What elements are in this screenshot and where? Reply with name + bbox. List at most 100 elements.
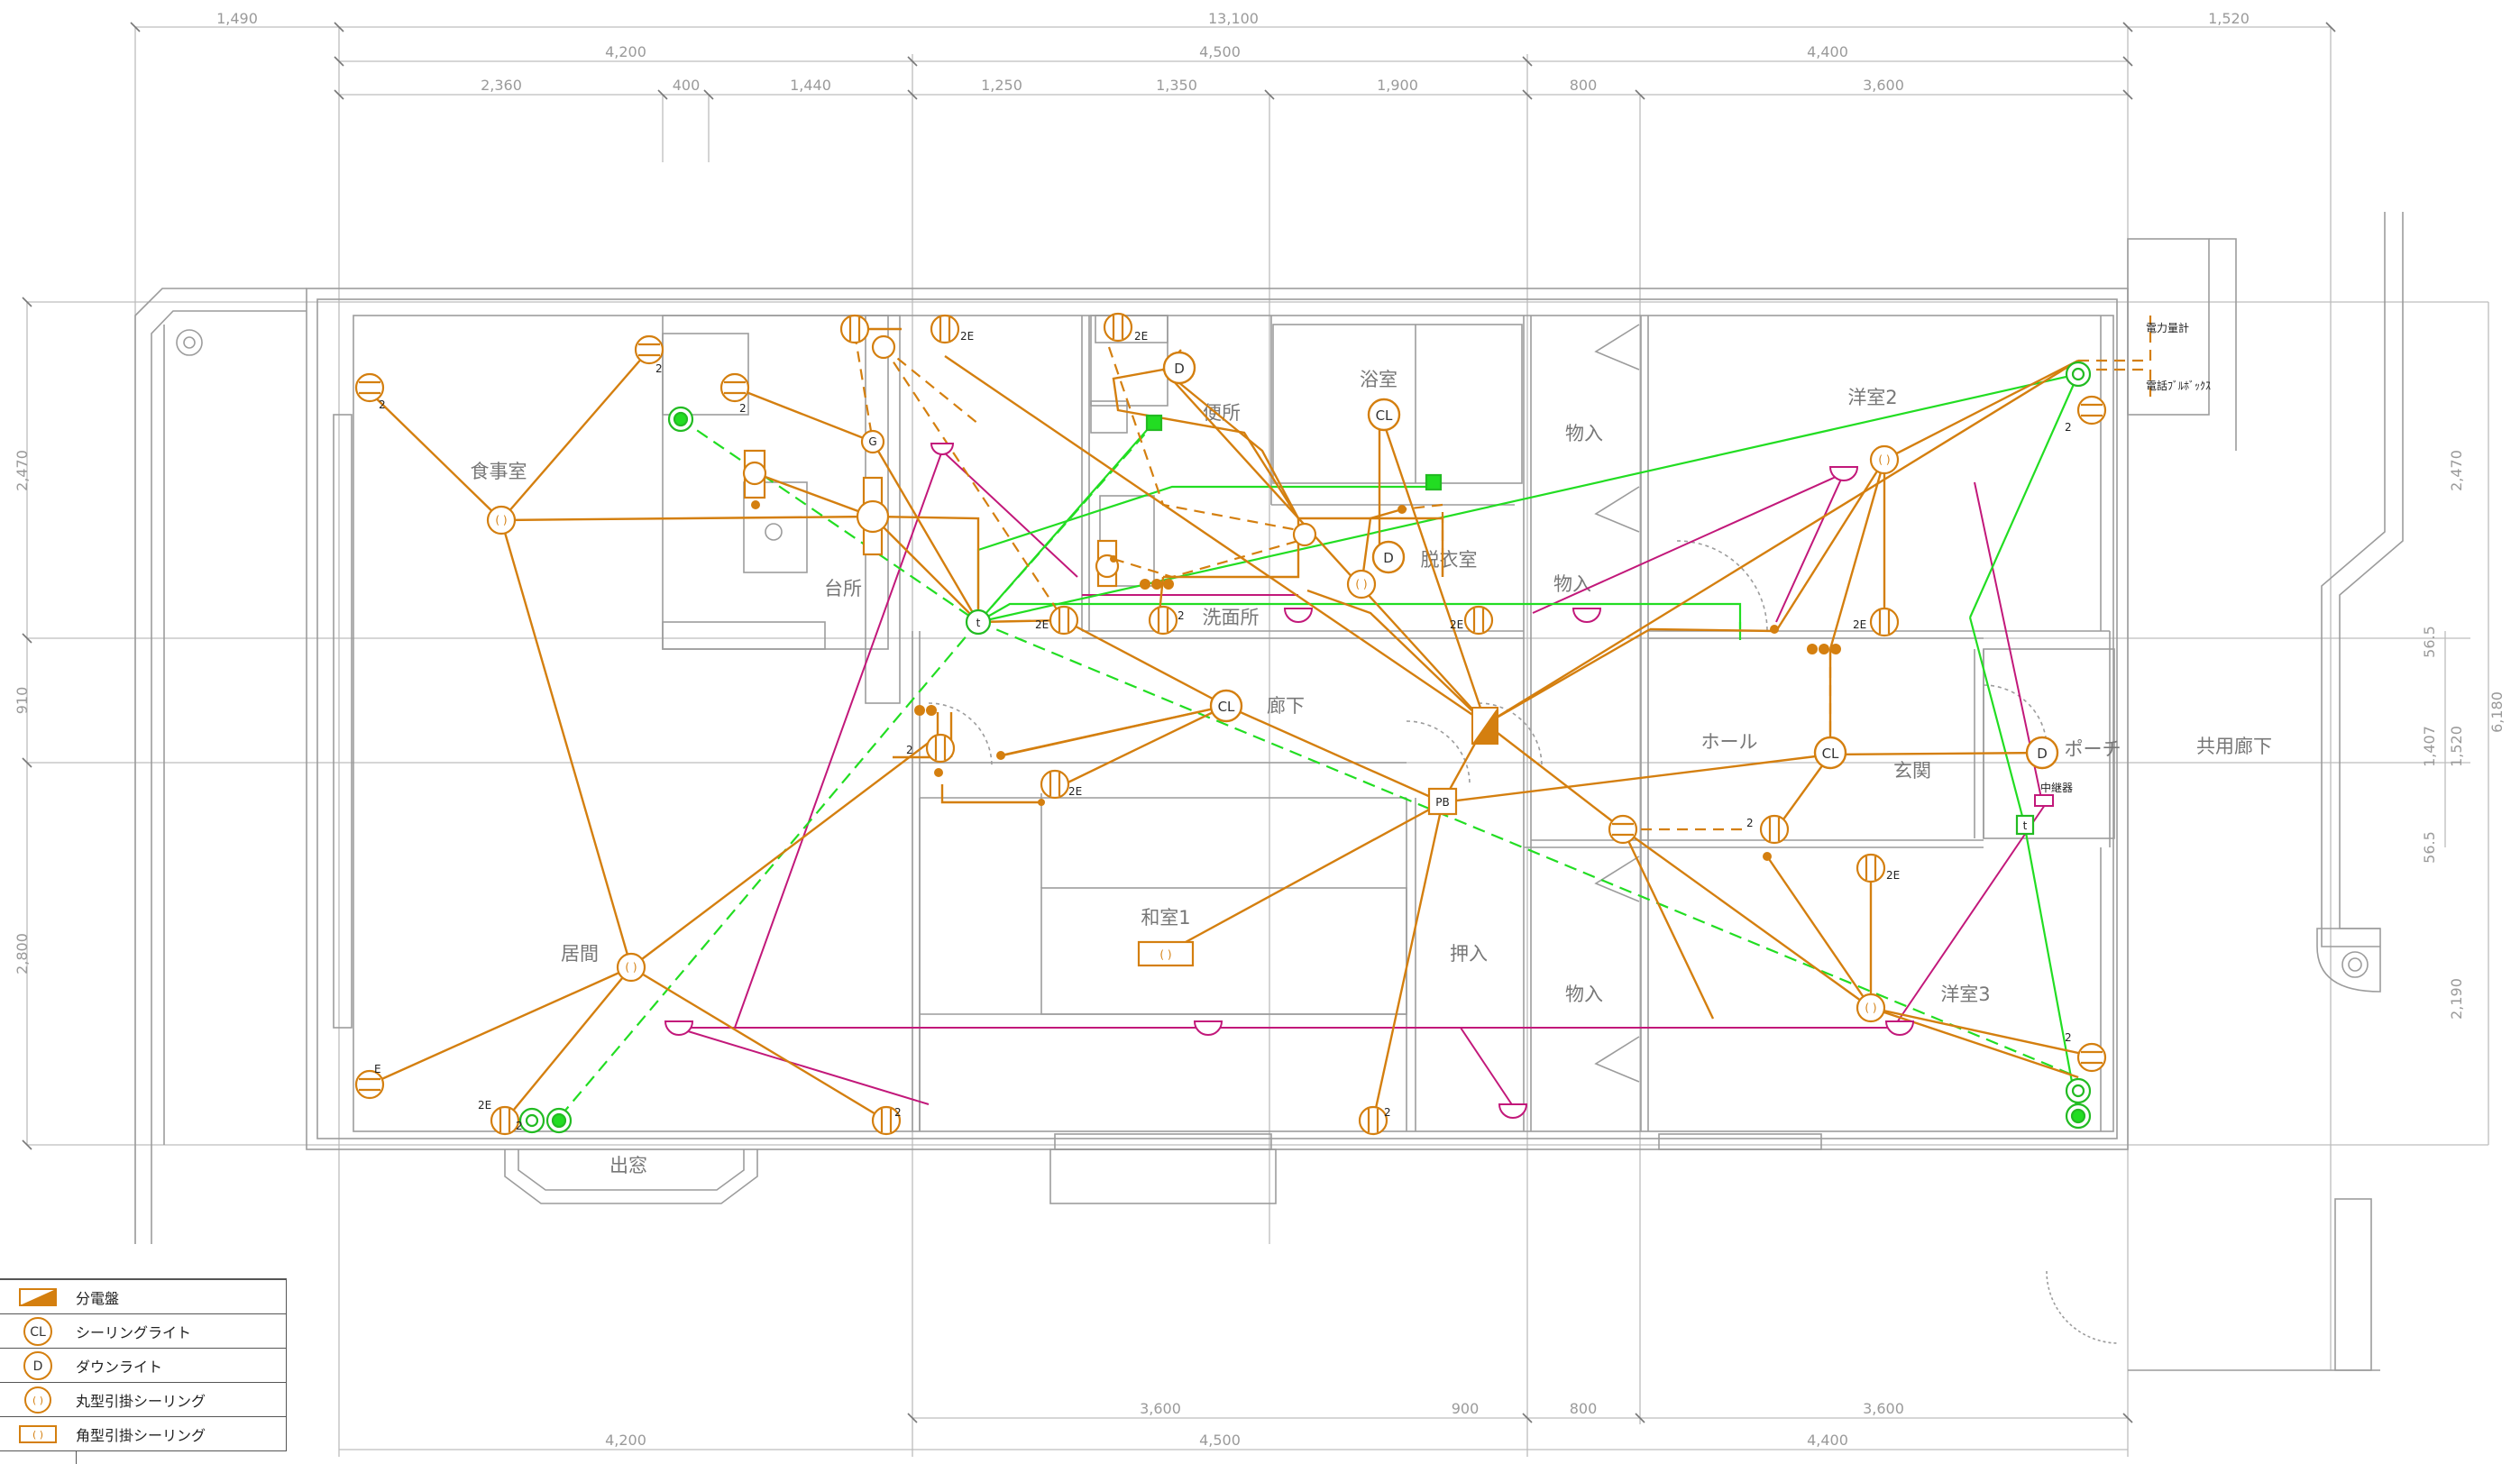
room-entrance: 玄関 <box>1893 760 1931 782</box>
dim-right-4: 56.5 <box>2421 831 2438 864</box>
wiring-dashed <box>853 316 2152 831</box>
dim-right-7: 6,180 <box>2488 691 2506 733</box>
meter-label: 電力量計 <box>2146 321 2189 334</box>
room-dining: 食事室 <box>471 461 527 482</box>
dim-right-2: 56.5 <box>2421 626 2438 658</box>
anno-2e-d: 2E <box>1068 785 1082 798</box>
distribution-board-icon <box>0 1287 76 1307</box>
anno-2-g: 2 <box>2065 421 2072 434</box>
room-japanese: 和室1 <box>1141 907 1190 929</box>
ceiling-light-icon: CL <box>0 1315 76 1348</box>
legend-d-symbol: D <box>33 1359 43 1374</box>
dim-detail-3: 1,440 <box>790 77 831 94</box>
dim-bottom-mid-1: 4,200 <box>605 1432 646 1449</box>
dim-bottom-mid-3: 4,400 <box>1807 1432 1848 1449</box>
svg-text:( ): ( ) <box>1159 948 1171 961</box>
dim-top-3: 1,520 <box>2208 10 2250 27</box>
anno-2e-b: 2E <box>1134 330 1148 343</box>
dim-mid-1: 4,200 <box>605 43 646 60</box>
pull-box-icon <box>1427 787 1458 816</box>
dim-left-1: 2,470 <box>14 450 31 491</box>
room-storage-3: 物入 <box>1565 984 1603 1005</box>
fixtures: ( ) ( ) ( ) ( ) ( ) CL CL CL D D D PB ( … <box>354 312 2211 1136</box>
dim-detail-7: 800 <box>1570 77 1598 94</box>
anno-2-j: 2 <box>894 1106 902 1119</box>
anno-2-d: 2 <box>1178 609 1185 622</box>
dim-left-2: 910 <box>14 687 31 715</box>
dim-detail-6: 1,900 <box>1377 77 1418 94</box>
room-labels: 食事室 台所 居間 出窓 便所 浴室 脱衣室 洗面所 廊下 和室1 押入 物入 … <box>471 369 2273 1176</box>
dimension-labels: 1,490 13,100 1,520 4,200 4,500 4,400 2,3… <box>14 10 2506 1449</box>
room-porch: ポーチ <box>2065 738 2121 760</box>
dim-detail-2: 400 <box>673 77 701 94</box>
g-label: G <box>868 435 876 448</box>
anno-2-c: 2 <box>739 402 747 415</box>
square-ceiling-hook-icon: ( ) <box>0 1423 76 1445</box>
room-storage-2: 物入 <box>1553 573 1591 595</box>
room-washroom: 洗面所 <box>1203 607 1260 628</box>
legend-row: 分電盤 <box>0 1280 287 1314</box>
anno-2e-h: 2E <box>478 1099 491 1112</box>
hook-marks: ( ) ( ) ( ) ( ) ( ) <box>495 453 1890 1014</box>
dim-right-6: 1,520 <box>2448 726 2465 767</box>
dim-bottom-4: 3,600 <box>1863 1400 1904 1417</box>
room-common-corridor: 共用廊下 <box>2196 736 2272 757</box>
downlight-icon: D <box>0 1350 76 1382</box>
d-label-toilet: D <box>1174 361 1185 377</box>
dim-detail-8: 3,600 <box>1863 77 1904 94</box>
legend-row: ( ) 丸型引掛シーリング <box>0 1383 287 1417</box>
svg-text:( ): ( ) <box>32 1429 43 1441</box>
room-oshiire: 押入 <box>1450 943 1488 965</box>
t-label-kitchen: t <box>976 617 981 629</box>
fixture-annotations: 2 2 2 2E 2E 2E 2 2 2E 2E 2E 2 2E 2 2 E 2… <box>374 321 2211 1132</box>
dim-mid-2: 4,500 <box>1199 43 1241 60</box>
tv-outlet-icon <box>518 361 2092 1134</box>
room-living: 居間 <box>561 943 599 965</box>
legend-row: CL シーリングライト <box>0 1314 287 1349</box>
cl-label-bath: CL <box>1376 407 1393 424</box>
telecom-lines <box>976 372 2080 1117</box>
cl-label-corridor: CL <box>1218 699 1235 715</box>
square-ceiling-hook-icon <box>1137 940 1195 967</box>
room-corridor: 廊下 <box>1267 695 1305 717</box>
anno-2e-a: 2E <box>960 330 974 343</box>
dim-bottom-mid-2: 4,500 <box>1199 1432 1241 1449</box>
legend-row: D ダウンライト <box>0 1349 287 1383</box>
dim-top-2: 13,100 <box>1208 10 1259 27</box>
room-kitchen: 台所 <box>824 578 862 599</box>
anno-2e-c: 2E <box>1035 618 1049 631</box>
lamp-holder-icon <box>354 334 2107 1100</box>
legend-tail <box>0 1451 77 1464</box>
dimension-ticks <box>22 22 2336 1423</box>
dim-detail-1: 2,360 <box>481 77 522 94</box>
legend-label: 分電盤 <box>76 1289 120 1307</box>
phone-box-label: 電話ﾌﾞﾙﾎﾞｯｸｽ <box>2146 379 2211 392</box>
room-bath: 浴室 <box>1360 369 1397 390</box>
anno-2-e: 2 <box>906 744 913 756</box>
legend: 分電盤 CL シーリングライト D ダウンライト ( ) 丸型引掛シーリング (… <box>0 1278 287 1464</box>
room-western-2: 洋室2 <box>1847 387 1897 408</box>
room-western-3: 洋室3 <box>1940 984 1990 1005</box>
switch-lines <box>675 450 2048 1110</box>
anno-2e-e: 2E <box>1450 618 1463 631</box>
legend-label: 角型引掛シーリング <box>76 1426 206 1444</box>
dim-right-1: 2,470 <box>2448 450 2465 491</box>
dim-bottom-3: 800 <box>1570 1400 1598 1417</box>
terminal-icon <box>965 608 992 636</box>
svg-text:( ): ( ) <box>1355 578 1367 590</box>
svg-text:( ): ( ) <box>1865 1002 1876 1014</box>
legend-label: ダウンライト <box>76 1358 163 1376</box>
svg-text:( ): ( ) <box>495 514 507 526</box>
pb-label: PB <box>1435 796 1449 809</box>
switch-cluster-icon <box>751 500 1841 861</box>
room-bay-window: 出窓 <box>609 1155 647 1176</box>
wall-bracket-icon <box>664 443 2054 1119</box>
svg-text:( ): ( ) <box>1878 453 1890 466</box>
anno-2-k: 2 <box>1384 1106 1391 1119</box>
anno-2-a: 2 <box>379 398 386 411</box>
legend-cl-symbol: CL <box>30 1325 46 1340</box>
relay-label: 中継器 <box>2040 781 2073 794</box>
anno-2-b: 2 <box>655 362 663 375</box>
telecom-lines-dashed <box>558 418 2079 1119</box>
